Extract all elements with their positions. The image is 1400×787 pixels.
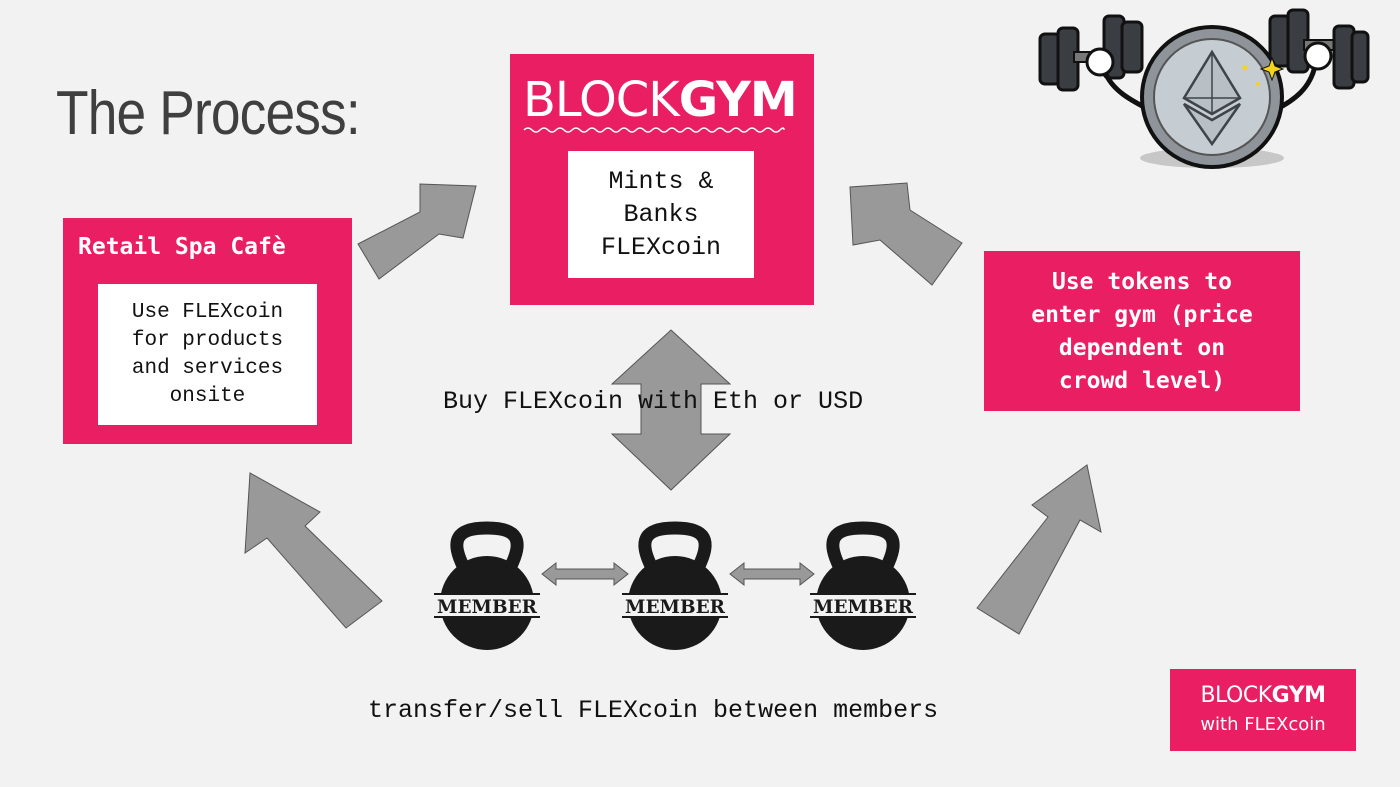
double-arrow-members-1 bbox=[541, 561, 629, 587]
buy-caption: Buy FLEXcoin with Eth or USD bbox=[443, 387, 864, 416]
arrow-entry-to-blockgym bbox=[849, 182, 963, 286]
mint-line-1: Mints & bbox=[608, 167, 714, 196]
member-label: MEMBER bbox=[437, 596, 537, 618]
blockgym-brand: BLOCKGYM bbox=[523, 72, 798, 128]
member-label: MEMBER bbox=[813, 596, 913, 618]
gym-entry-line-4: crowd level) bbox=[1058, 368, 1226, 394]
kettlebell-icon bbox=[628, 521, 722, 650]
mint-line-3: FLEXcoin bbox=[600, 233, 722, 262]
retail-line-4: onsite bbox=[169, 384, 246, 408]
gym-entry-line-2: enter gym (price bbox=[1031, 302, 1253, 328]
kettlebell-icon bbox=[816, 521, 910, 650]
brand-block-text: BLOCK bbox=[523, 72, 680, 128]
blockgym-mint-box: Mints & Banks FLEXcoin bbox=[568, 151, 754, 278]
gym-entry-line-3: dependent on bbox=[1058, 335, 1226, 361]
arrow-members-to-retail bbox=[244, 472, 383, 629]
footer-brand-gym: GYM bbox=[1271, 683, 1326, 708]
footer-logo-tagline: with FLEXcoin bbox=[1200, 714, 1326, 735]
footer-brand-block: BLOCK bbox=[1200, 683, 1272, 708]
retail-detail-box: Use FLEXcoin for products and services o… bbox=[98, 284, 317, 425]
retail-line-1: Use FLEXcoin bbox=[131, 300, 284, 324]
gym-entry-line-1: Use tokens to bbox=[1051, 269, 1232, 295]
page-title: The Process: bbox=[56, 79, 361, 148]
brand-gym-text: GYM bbox=[678, 72, 798, 128]
arrow-retail-to-blockgym bbox=[357, 183, 477, 280]
gym-entry-box bbox=[984, 251, 1300, 411]
footer-logo bbox=[1170, 669, 1356, 751]
footer-logo-brand: BLOCKGYM bbox=[1170, 683, 1356, 708]
double-arrow-buy bbox=[610, 329, 732, 491]
member-label: MEMBER bbox=[625, 596, 725, 618]
ethereum-coin-lifting-dumbbells-icon bbox=[1038, 8, 1370, 169]
transfer-caption: transfer/sell FLEXcoin between members bbox=[368, 696, 939, 725]
kettlebell-icon bbox=[440, 521, 534, 650]
mint-line-2: Banks bbox=[623, 200, 699, 229]
gym-entry-text: Use tokens to enter gym (price dependent… bbox=[984, 266, 1300, 398]
double-arrow-members-2 bbox=[729, 561, 815, 587]
retail-line-3: and services bbox=[131, 356, 284, 380]
retail-heading: Retail Spa Cafè bbox=[78, 234, 286, 260]
arrow-members-to-entry bbox=[976, 464, 1102, 635]
retail-line-2: for products bbox=[131, 328, 284, 352]
